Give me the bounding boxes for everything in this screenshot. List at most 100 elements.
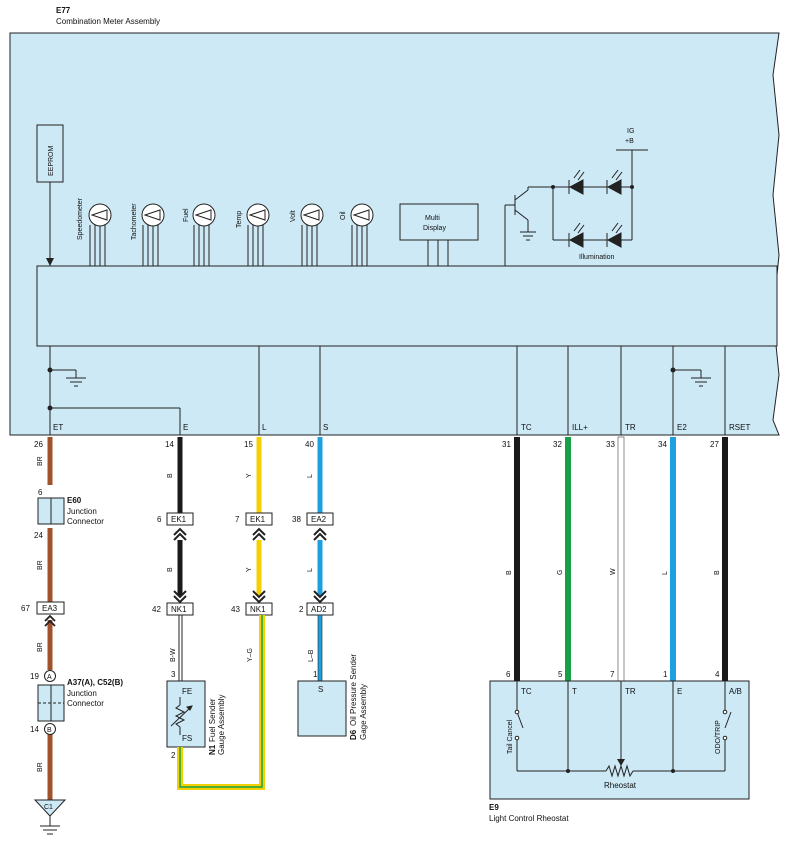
eeprom-label: EEPROM xyxy=(48,145,55,176)
pin-no-s: 40 xyxy=(305,440,314,449)
wire-color-label: B xyxy=(167,473,174,478)
fuel-sender-term-bottom: FS xyxy=(182,734,192,743)
connector-arrow-icon xyxy=(44,614,56,627)
a37-mark-b: B xyxy=(47,727,52,734)
wire-ill xyxy=(565,437,571,681)
e60-id: E60 xyxy=(67,496,82,505)
fuel-sender-pin-top: 3 xyxy=(171,670,176,679)
gauge-speedometer-label: Speedometer xyxy=(77,197,84,240)
tail-cancel-label: Tail Cancel xyxy=(507,719,514,754)
ig-plus-b-label: +B xyxy=(625,138,634,145)
nk1-l-id: NK1 xyxy=(250,605,266,614)
rheostat-internal-wiring xyxy=(516,681,732,778)
odo-trip-label: ODO/TRIP xyxy=(715,720,722,754)
pin-name-et: ET xyxy=(53,423,63,432)
rheostat-term-e: E xyxy=(677,687,682,696)
rheostat-name: Light Control Rheostat xyxy=(489,814,569,823)
pin-no-tr: 33 xyxy=(606,440,615,449)
eeprom-arrow-icon xyxy=(46,258,54,266)
rheostat-pin-ab: 4 xyxy=(715,670,720,679)
rheostat-term-t: T xyxy=(572,687,577,696)
a37-pin-b: 14 xyxy=(30,725,39,734)
gauge-fuel: Fuel xyxy=(183,203,216,266)
pin-no-l: 15 xyxy=(244,440,253,449)
illumination-label: Illumination xyxy=(579,254,615,261)
c1-id: C1 xyxy=(44,804,53,811)
wire-color-label: Y xyxy=(246,567,253,572)
wire-color-label: B xyxy=(167,567,174,572)
wire-color-label: BR xyxy=(37,762,44,772)
gauge-tachometer: Tachometer xyxy=(131,203,165,266)
processor-block xyxy=(36,265,778,347)
connector-arrow-icon xyxy=(313,527,327,541)
meter-id: E77 xyxy=(56,6,71,15)
rheostat-box xyxy=(489,680,750,800)
pin-name-l: L xyxy=(262,423,267,432)
pin-name-e2: E2 xyxy=(677,423,687,432)
c1-ground-connector xyxy=(33,799,67,817)
ea2-id: EA2 xyxy=(311,515,327,524)
led-icon xyxy=(568,169,623,248)
wire-s xyxy=(317,437,323,513)
wire-color-label: BR xyxy=(37,456,44,466)
wire-color-label: L xyxy=(307,474,314,478)
ea2-pin: 38 xyxy=(292,515,301,524)
switch-contact-icon xyxy=(514,735,520,741)
wire-l xyxy=(256,437,262,513)
variable-resistor-icon xyxy=(170,697,193,735)
ground-icon xyxy=(670,367,711,387)
fuel-sender-id: N1 xyxy=(208,744,217,755)
rheostat-pin-e: 1 xyxy=(663,670,668,679)
switch-contact-icon xyxy=(722,735,728,741)
meter-name: Combination Meter Assembly xyxy=(56,17,160,26)
gauge-tachometer-label: Tachometer xyxy=(131,203,138,240)
wire-color-label: B xyxy=(506,570,513,575)
wire-color-label: L xyxy=(662,571,669,575)
fuel-sender-term-top: FE xyxy=(182,687,192,696)
ea3-connector xyxy=(36,601,65,615)
gauge-oil: Oil xyxy=(340,203,374,266)
gauge-fuel-label: Fuel xyxy=(183,208,190,222)
ea3-pin: 67 xyxy=(21,604,30,613)
rheostat-pin-t: 5 xyxy=(558,670,563,679)
wire-rset xyxy=(722,437,728,681)
nk1-l-pin: 43 xyxy=(231,605,240,614)
pin-name-s: S xyxy=(323,423,328,432)
pin-no-et: 26 xyxy=(34,440,43,449)
nk1-e-pin: 42 xyxy=(152,605,161,614)
pin-name-rset: RSET xyxy=(729,423,750,432)
pin-name-ill: ILL+ xyxy=(572,423,588,432)
wire-tc xyxy=(514,437,520,681)
e60-name-2: Connector xyxy=(67,517,104,526)
switch-contact-icon xyxy=(722,709,728,715)
ea2-connector xyxy=(306,512,334,526)
rheostat-term-tr: TR xyxy=(625,687,636,696)
ea3-id: EA3 xyxy=(42,604,58,613)
pin-no-ill: 32 xyxy=(553,440,562,449)
wire-color-label: B-W xyxy=(170,648,177,662)
a37-pin-a: 19 xyxy=(30,672,39,681)
gauge-temp-label: Temp xyxy=(236,211,243,228)
rheostat-label: Rheostat xyxy=(604,781,637,790)
gauge-oil-label: Oil xyxy=(340,211,347,220)
meter-body xyxy=(9,32,780,436)
a37-mark-a: A xyxy=(47,674,52,681)
wire-color-label: W xyxy=(610,568,617,575)
nk1-e-id: NK1 xyxy=(171,605,187,614)
pin-no-e2: 34 xyxy=(658,440,667,449)
rheostat-id: E9 xyxy=(489,803,499,812)
e60-pin-in: 6 xyxy=(38,488,43,497)
wire-color-label: Y–G xyxy=(247,648,254,662)
connector-arrow-icon xyxy=(252,590,266,604)
oil-sender-id: D6 xyxy=(349,729,358,740)
e60-pin-out: 24 xyxy=(34,531,43,540)
pin-no-tc: 31 xyxy=(502,440,511,449)
rheostat-term-tc: TC xyxy=(521,687,532,696)
a37-name-2: Connector xyxy=(67,699,104,708)
wire-color-label: B xyxy=(714,570,721,575)
rheostat-pin-tr: 7 xyxy=(610,670,615,679)
connector-arrow-icon xyxy=(313,590,327,604)
connector-arrow-icon xyxy=(252,527,266,541)
multi-display-label-2: Display xyxy=(423,225,446,232)
pin-name-tr: TR xyxy=(625,423,636,432)
